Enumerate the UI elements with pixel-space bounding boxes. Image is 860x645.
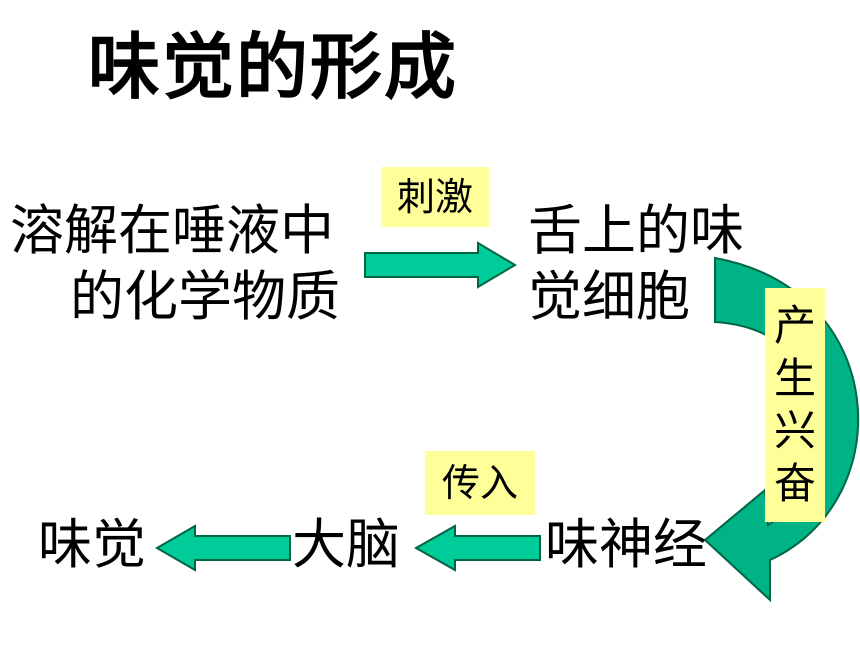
node-taste-cells: 舌上的味 觉细胞: [528, 198, 744, 330]
label-excitation-char-3: 兴: [773, 406, 816, 455]
node-chemicals-line1: 溶解在唾液中: [10, 199, 334, 262]
diagram-title: 味觉的形成: [88, 25, 459, 109]
label-excitation-char-1: 产: [773, 301, 816, 350]
label-excitation-char-2: 生: [773, 353, 816, 403]
node-chemicals-line2: 的化学物质: [70, 264, 340, 328]
node-taste-nerve: 味神经: [545, 513, 707, 576]
label-stimulate: 刺激: [381, 167, 489, 227]
node-chemicals: 溶解在唾液中 的化学物质: [10, 198, 340, 330]
node-taste: 味觉: [38, 513, 146, 576]
arrow-nerve-to-brain: [413, 524, 541, 572]
node-taste-cells-line2: 觉细胞: [528, 264, 690, 328]
node-brain: 大脑: [292, 513, 400, 576]
label-transmit: 传入: [425, 451, 535, 515]
label-excitation: 产 生 兴 奋: [765, 288, 825, 522]
label-excitation-char-4: 奋: [773, 458, 816, 508]
arrow-brain-to-taste: [155, 524, 291, 572]
node-taste-cells-line1: 舌上的味: [528, 199, 744, 262]
arrow-stimulate: [364, 241, 517, 289]
